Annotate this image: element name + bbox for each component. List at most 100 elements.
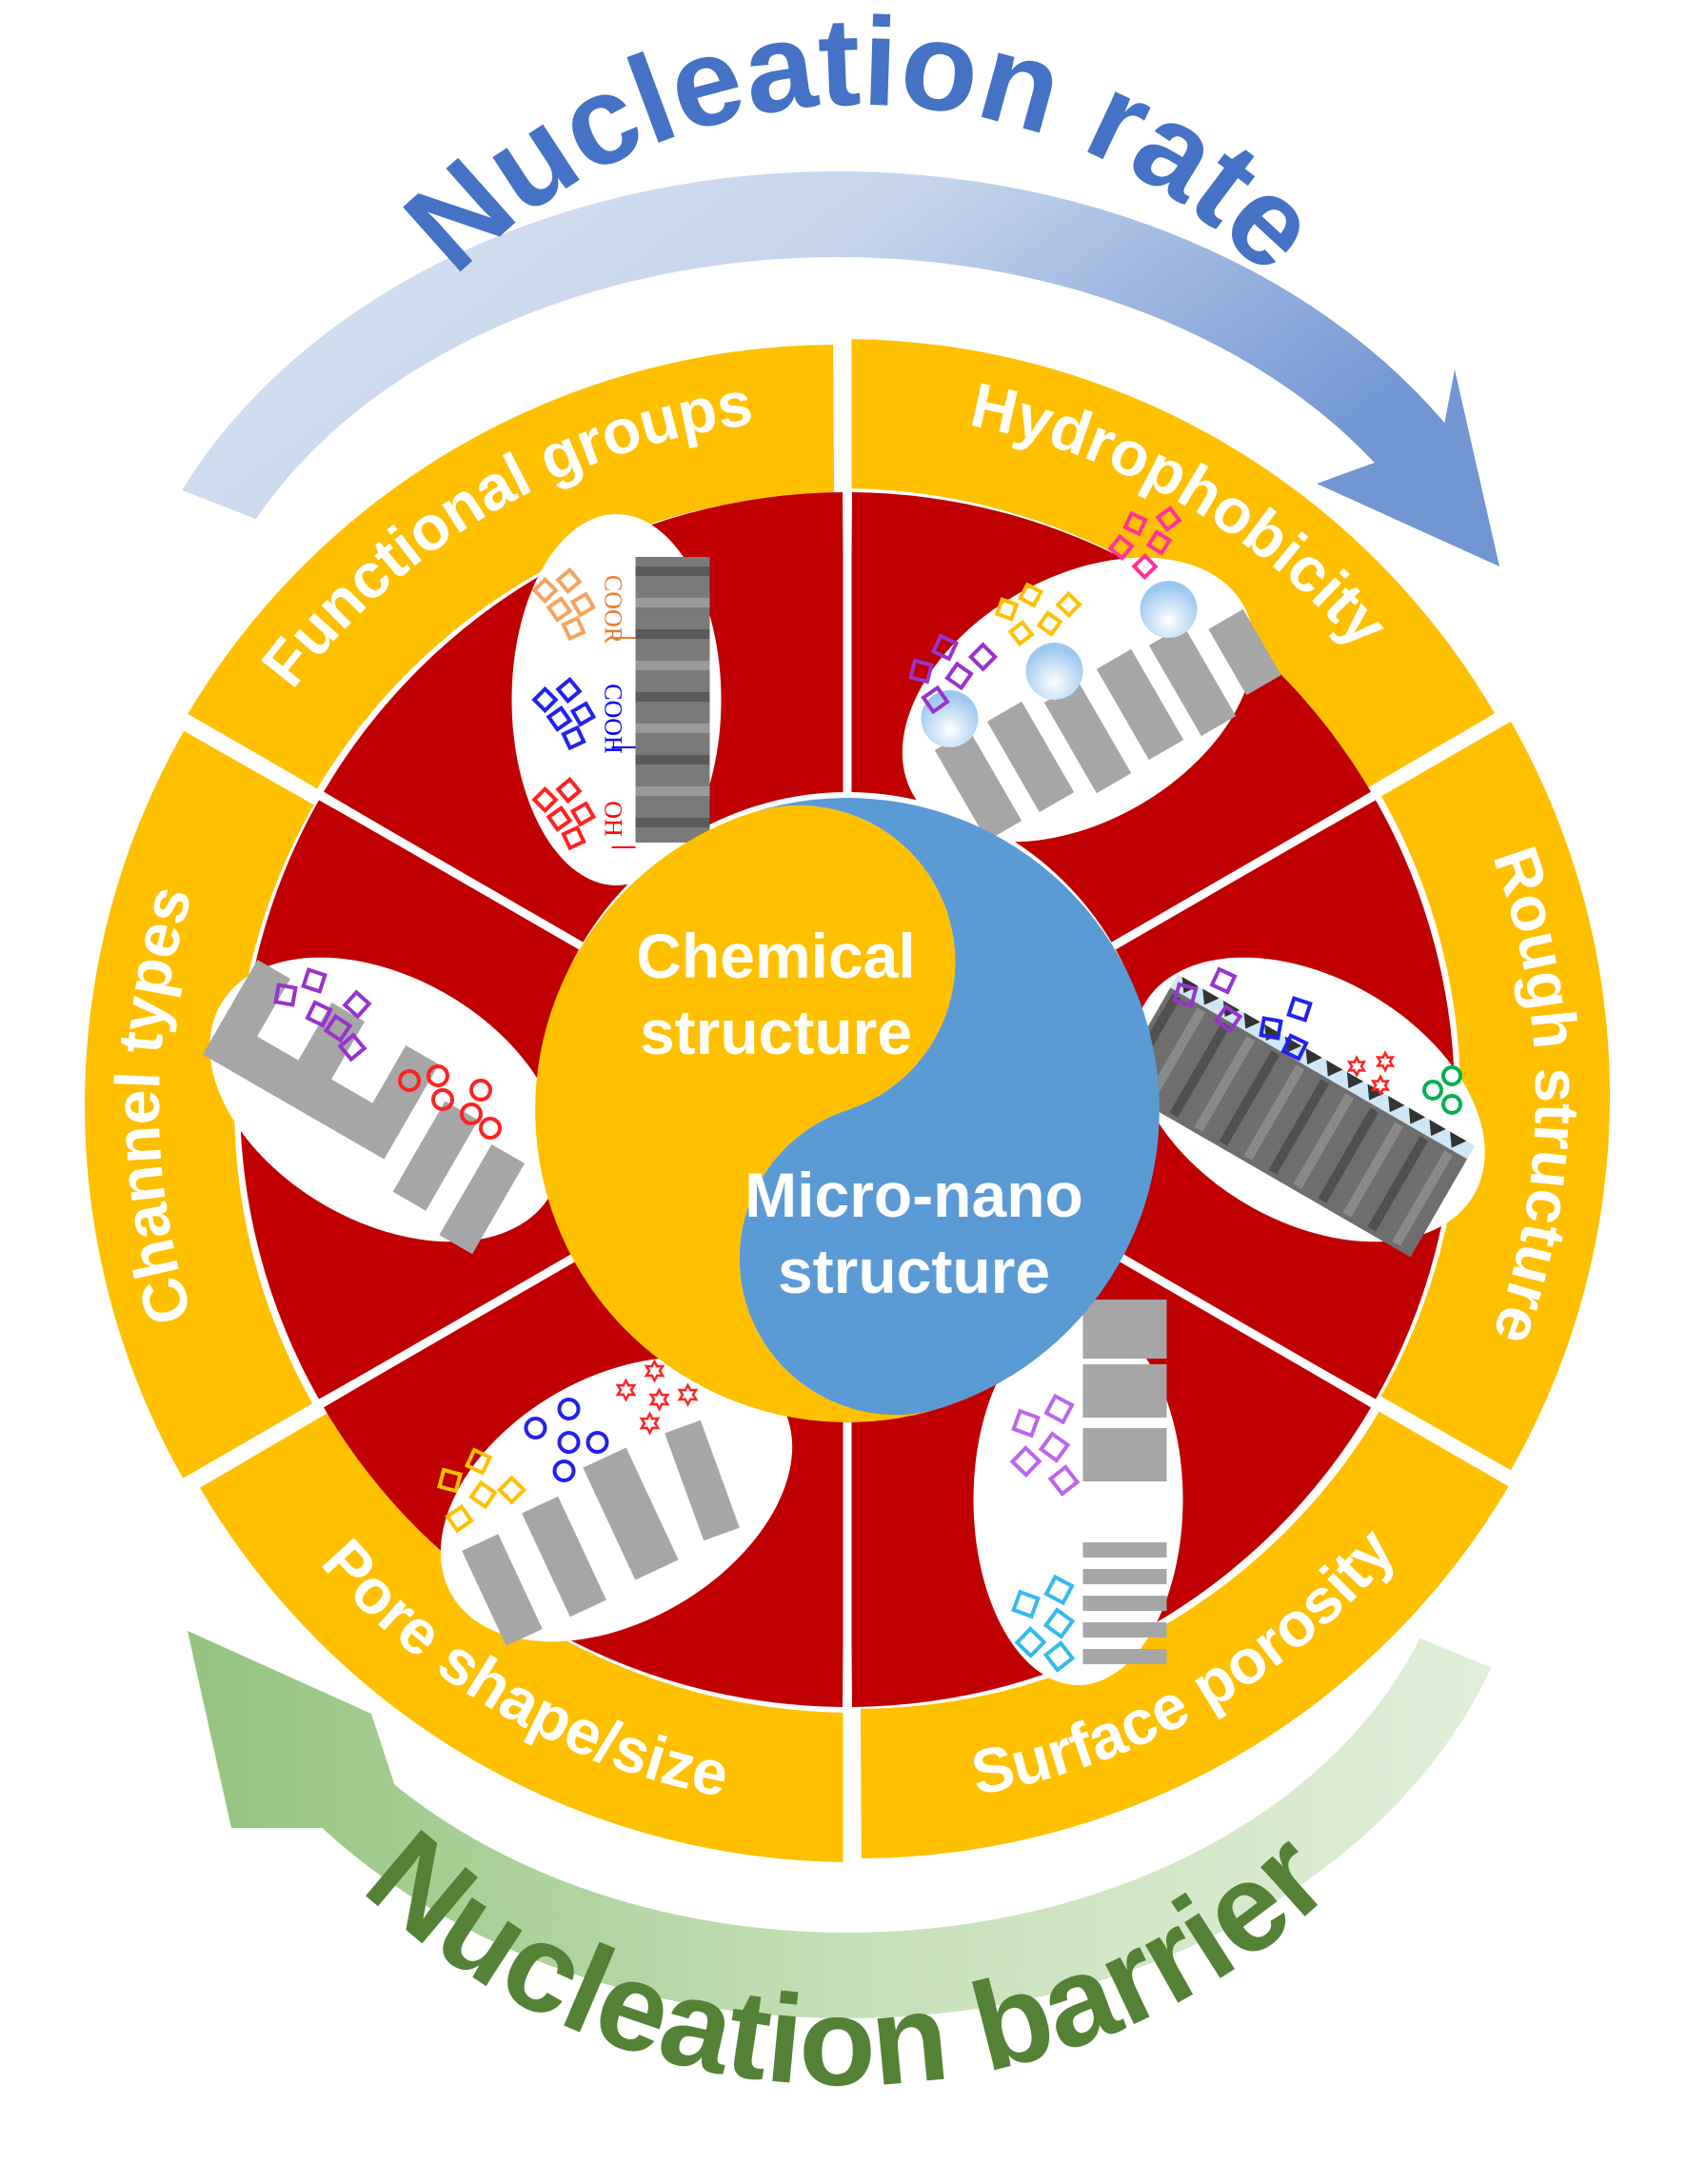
particle-square — [561, 725, 586, 751]
particle-square — [1213, 1003, 1243, 1034]
particle-square — [921, 685, 950, 715]
pore-bar — [1082, 1596, 1167, 1612]
pillar — [522, 1496, 606, 1618]
pillar — [1148, 625, 1237, 737]
particle-square — [531, 785, 559, 814]
particle-circle — [1441, 1065, 1462, 1086]
particle-square — [994, 597, 1020, 622]
segment-hydrophobicity: Hydrophobicity — [844, 339, 1496, 944]
pillar — [1096, 648, 1184, 761]
particle-square — [1107, 533, 1135, 562]
functional-group-label: OH — [600, 801, 627, 837]
particle-square — [967, 642, 999, 672]
functional-group-label: COOH — [600, 684, 627, 754]
particle-square — [1011, 1408, 1041, 1439]
particle-square — [1145, 529, 1173, 556]
water-droplet — [1140, 580, 1198, 638]
particle-square — [1017, 582, 1044, 608]
particle-square — [944, 661, 974, 691]
outer-ring-segment — [84, 730, 314, 1480]
particle-square — [569, 701, 597, 727]
segment-divider — [1111, 1249, 1517, 1489]
particle-square — [546, 805, 573, 832]
particle-square — [569, 801, 597, 827]
core-label-micro-line2: structure — [778, 1236, 1050, 1306]
channel-shape — [202, 960, 526, 1255]
pore-bar — [1082, 1649, 1167, 1665]
particle-square — [1011, 1589, 1041, 1619]
particle-circle — [557, 1431, 581, 1455]
particle-square — [1043, 1574, 1075, 1606]
particle-square — [1055, 590, 1082, 619]
pillar — [583, 1447, 679, 1580]
pore-bar — [1082, 1569, 1167, 1585]
outer-ring-segment — [860, 1408, 1511, 1858]
outer-ring-segment — [184, 345, 835, 795]
particle-square — [930, 633, 960, 662]
particle-square — [1047, 1464, 1081, 1497]
inset-rough-structure — [1113, 957, 1485, 1258]
particle-circle — [1441, 1094, 1462, 1115]
particle-square — [273, 983, 298, 1007]
core-label-chemical-line1: Chemical — [636, 921, 915, 991]
particle-square — [908, 658, 934, 685]
particle-square — [1007, 619, 1035, 647]
particle-square — [1042, 1640, 1076, 1673]
particle-square — [1280, 1033, 1309, 1062]
particle-square — [561, 615, 586, 642]
pore-bar — [1082, 1364, 1167, 1419]
particle-star — [648, 1387, 670, 1412]
chemical-structure-half — [535, 805, 956, 1422]
particle-square — [464, 1447, 493, 1476]
particle-circle — [398, 1069, 421, 1092]
nucleation-barrier-arrow — [188, 1631, 1492, 2018]
pore-bar — [1082, 1300, 1167, 1360]
particle-square — [546, 596, 573, 623]
segment-divider — [178, 1249, 584, 1489]
segment-surface-porosity: Surface porosity — [849, 1255, 1511, 1858]
segment-channel-types: Channel types — [84, 730, 581, 1480]
pillar — [665, 1420, 740, 1541]
nucleation-rate-arrow — [182, 171, 1500, 567]
core-yin-yang: Chemical structure Micro-nano structure — [535, 798, 1160, 1422]
particle-square — [437, 1467, 463, 1494]
particle-square — [1036, 610, 1063, 637]
particle-star — [615, 1378, 637, 1402]
particle-square — [496, 1475, 527, 1505]
particle-circle — [431, 1088, 454, 1111]
inset-surface-porosity — [973, 1300, 1183, 1686]
particle-star — [644, 1359, 665, 1383]
particle-circle — [524, 1417, 547, 1440]
particle-square — [305, 1000, 333, 1028]
particle-square — [555, 776, 583, 804]
micro-nano-structure-half — [739, 798, 1160, 1415]
particle-circle — [1422, 1080, 1443, 1101]
particle-star — [1370, 1074, 1391, 1097]
particle-square — [1286, 996, 1313, 1023]
particle-square — [1043, 1393, 1075, 1425]
particle-square — [1038, 1431, 1071, 1463]
particle-square — [1131, 552, 1159, 581]
particle-square — [337, 1032, 367, 1062]
core-label-micro-line1: Micro-nano — [744, 1160, 1083, 1230]
segment-rough-structure: Rough structure — [1113, 721, 1610, 1471]
pillar — [986, 701, 1075, 813]
pore-bar — [1082, 1428, 1167, 1482]
outer-ring-segment — [1380, 721, 1610, 1471]
pillar — [934, 729, 1022, 842]
particle-square — [546, 705, 573, 732]
functional-group-label: COOR — [600, 575, 627, 645]
particle-square — [323, 1013, 353, 1043]
particle-square — [342, 989, 372, 1020]
pillar — [462, 1534, 543, 1646]
core-label-chemical-line2: structure — [640, 997, 912, 1067]
particle-square — [445, 1503, 474, 1534]
particle-square — [468, 1479, 498, 1510]
particle-square — [1259, 1016, 1283, 1041]
pillar — [1043, 682, 1132, 794]
particle-square — [1042, 1607, 1076, 1639]
particle-circle — [427, 1064, 449, 1087]
